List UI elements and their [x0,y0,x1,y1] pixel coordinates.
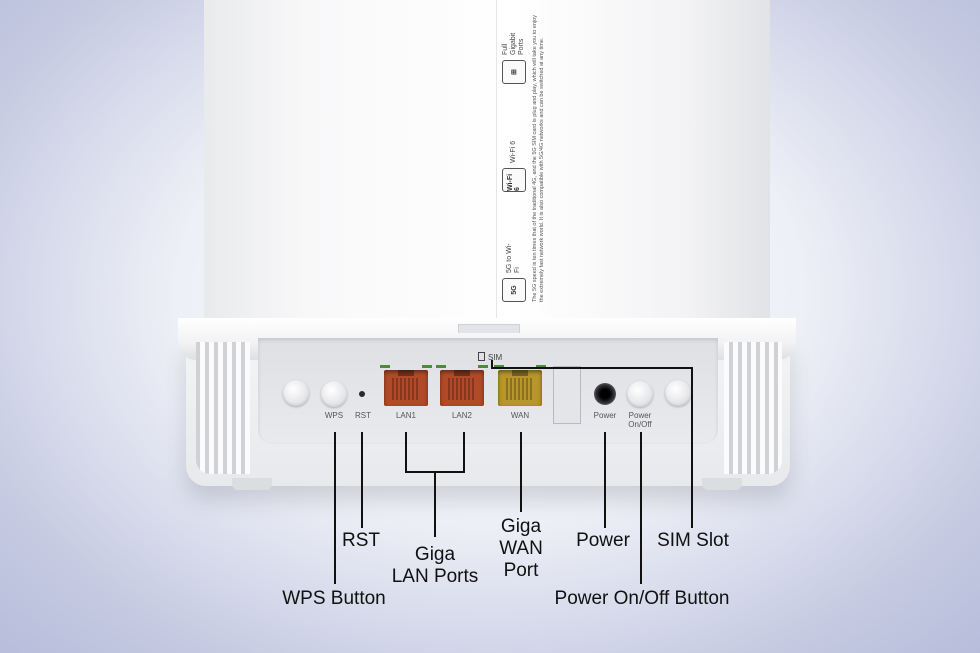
lan1-leader [405,432,407,472]
router-body [204,0,770,352]
reset-pinhole[interactable] [359,391,365,397]
callout-wps-button: WPS Button [282,588,386,609]
power-label: Power [593,411,617,420]
callout-sim-slot: SIM Slot [657,530,729,551]
wps-button[interactable] [321,381,347,407]
feature-5g: 5G 5G to Wi-Fi [502,239,526,302]
device-printed-info: 5G 5G to Wi-Fi Wi-Fi 6 Wi-Fi 6 ⊞ Full Gi… [496,12,566,302]
rst-leader [361,432,363,528]
power-onoff-leader [640,432,642,584]
5g-icon: 5G [502,278,526,302]
power-leader [604,432,606,528]
power-onoff-button[interactable] [627,381,653,407]
lan1-label: LAN1 [395,411,416,420]
feature-gigabit-label: Full Gigabit Ports [502,32,525,55]
feature-wifi6-label: Wi-Fi 6 [510,140,517,163]
callout-lan-line1: Giga [414,544,456,565]
callout-power: Power [576,530,630,551]
lan2-port[interactable] [440,370,484,406]
feature-5g-label: 5G to Wi-Fi [506,243,521,273]
body-seam [496,0,497,352]
side-vents-left [196,342,250,474]
callout-power-onoff-button: Power On/Off Button [554,588,730,609]
feature-gigabit: ⊞ Full Gigabit Ports [502,21,526,84]
sim-tab [458,324,520,333]
callout-lan-ports: Giga LAN Ports [384,544,486,588]
callout-wan-line2: WAN [499,538,543,559]
callout-rst: RST [342,530,380,551]
sim-slot[interactable] [553,366,581,424]
wps-label: WPS [324,411,344,420]
wan-port[interactable] [498,370,542,406]
wan-label: WAN [510,411,530,420]
lan2-label: LAN2 [451,411,472,420]
left-screw-cover [283,380,309,406]
right-screw-cover [665,380,691,406]
sim-card-icon [478,352,485,361]
callout-wan-port: Giga WAN Port [490,516,552,582]
device-description: The 5G speed is ten times that of the tr… [532,15,545,302]
callout-wan-line3: Port [503,560,539,581]
sim-leader-horizontal [491,367,692,369]
callout-wan-line1: Giga [500,516,542,537]
wps-leader [334,432,336,584]
lan-leader [434,471,436,537]
callout-lan-line2: LAN Ports [391,566,479,587]
side-vents-right [724,342,782,474]
power-jack[interactable] [594,383,616,405]
wan-leader [520,432,522,512]
lan2-leds [436,365,488,369]
foot-left [232,478,272,490]
lan1-port[interactable] [384,370,428,406]
sim-leader-vertical [691,367,693,528]
lan1-leds [380,365,432,369]
wan-leds [494,365,546,369]
feature-wifi6: Wi-Fi 6 Wi-Fi 6 [502,129,526,192]
ethernet-port-icon: ⊞ [502,60,526,84]
sim-indicator: SIM [478,352,502,362]
wifi6-icon: Wi-Fi 6 [502,168,526,192]
lan2-leader [463,432,465,472]
foot-right [702,478,742,490]
rst-label: RST [355,411,371,420]
sim-leader-stub [491,360,493,368]
sim-indicator-label: SIM [488,353,503,362]
power-onoff-label: Power On/Off [628,411,652,429]
